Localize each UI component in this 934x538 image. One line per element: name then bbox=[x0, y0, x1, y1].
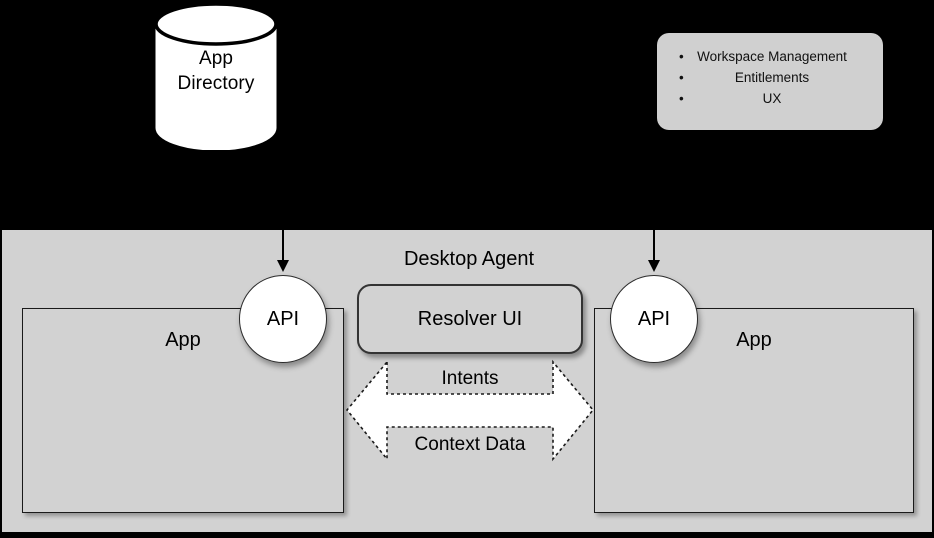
cylinder-shape bbox=[154, 2, 278, 150]
list-item: • UX bbox=[669, 88, 871, 109]
list-item-label: UX bbox=[762, 91, 782, 106]
double-headed-arrow-shape bbox=[345, 359, 595, 462]
list-item-label: Workspace Management bbox=[697, 49, 847, 64]
arrow-down-icon bbox=[648, 182, 660, 272]
desktop-agent-title: Desktop Agent bbox=[403, 248, 535, 270]
api-circle-right: API bbox=[610, 275, 698, 363]
arrow-down-icon bbox=[277, 182, 289, 272]
list-item: • Entitlements bbox=[669, 67, 871, 88]
list-item: • Workspace Management bbox=[669, 46, 871, 67]
app-directory-cylinder: App Directory bbox=[154, 2, 278, 150]
resolver-ui-box[interactable]: Resolver UI bbox=[357, 284, 583, 354]
responsibilities-to-right-api-arrow-icon bbox=[644, 182, 664, 272]
bullet-icon: • bbox=[679, 49, 684, 64]
api-right-label: API bbox=[637, 307, 671, 330]
bullet-icon: • bbox=[679, 91, 684, 106]
responsibilities-callout: • Workspace Management • Entitlements • … bbox=[657, 33, 883, 130]
bullet-icon: • bbox=[679, 70, 684, 85]
responsibilities-list: • Workspace Management • Entitlements • … bbox=[669, 46, 871, 109]
intents-context-arrow bbox=[343, 358, 597, 468]
list-item-label: Entitlements bbox=[734, 70, 810, 85]
directory-to-left-api-arrow-icon bbox=[273, 182, 293, 272]
api-circle-left: API bbox=[239, 275, 327, 363]
resolver-ui-label: Resolver UI bbox=[417, 307, 523, 330]
api-left-label: API bbox=[266, 307, 300, 330]
